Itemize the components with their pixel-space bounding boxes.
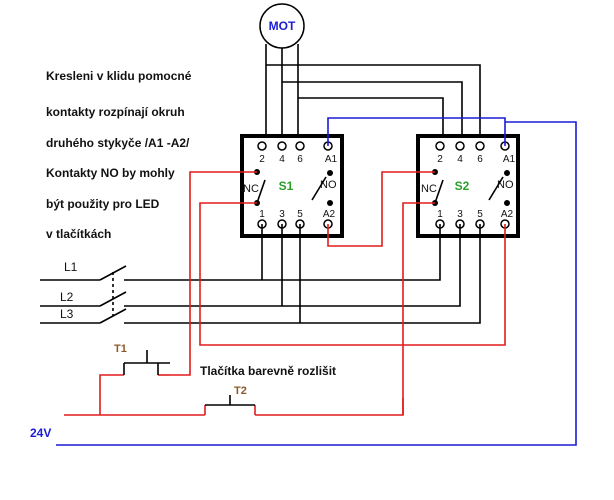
motor-run-3 [298,97,444,146]
s2-nc-blade [434,179,444,204]
s2-no-dot-bottom [504,200,510,206]
ctrl-s1-a2 [327,171,435,247]
s1-pin-label-a2: A2 [323,209,336,220]
s1-name: S1 [279,179,294,193]
s1-pin-label-6: 6 [297,154,303,165]
note-line-6: v tlačítkách [46,227,112,241]
motor-run-1 [266,64,481,146]
s1-pin-label-1: 1 [259,209,265,220]
t2-label: T2 [234,385,247,397]
ctrl-s1-nc-bottom [199,202,506,346]
s1-no-dot-top [327,170,333,176]
ctrl-s2-nc-bottom [255,202,435,416]
s1-terminal-2 [257,141,267,151]
s2-name: S2 [455,179,470,193]
s2-pin-label-6: 6 [477,154,483,165]
s1-no-label: NO [320,179,337,191]
note-line-5: být použity pro LED [46,197,160,211]
supply-to-s1-a1 [327,117,506,146]
line-l3-out [124,224,481,324]
supply-wires: 24V [30,117,577,446]
s2-terminal-2 [435,141,445,151]
line-label-l2: L2 [60,290,74,304]
s2-pin-label-1: 1 [437,209,443,220]
line-l2-out [124,224,461,307]
line-l1-out [124,224,441,281]
s2-nc-label: NC [421,183,437,195]
note-line-4: Kontakty NO by mohly [46,166,175,180]
s1-nc-label: NC [243,183,259,195]
s1-pin-label-3: 3 [279,209,285,220]
s2-pin-label-3: 3 [457,209,463,220]
motor-wires [265,44,481,146]
s2-terminal-4 [455,141,465,151]
ctrl-t1-left [99,374,124,415]
s1-no-blade [311,176,327,201]
t1-label: T1 [114,343,127,355]
contactor-s2-body [416,134,520,238]
s1-terminal-4 [277,141,287,151]
s2-pin-label-4: 4 [457,154,463,165]
s1-pin-label-4: 4 [279,154,285,165]
s2-pin-label-a2: A2 [501,209,514,220]
note-line-1: Kresleni v klidu pomocné [46,69,192,83]
contactor-s1: 2 4 6 A1 1 3 5 A2 NC NO S1 [240,134,344,238]
motor: MOT [259,3,305,49]
button-note: Tlačítka barevně rozlišit [200,364,336,378]
s1-pin-label-5: 5 [297,209,303,220]
s2-no-label: NO [497,179,514,191]
s1-terminal-6 [295,141,305,151]
s2-pin-label-2: 2 [437,154,443,165]
s1-no-dot-bottom [327,200,333,206]
contactor-s2: 2 4 6 A1 1 3 5 A2 NC NO S2 [416,134,520,238]
phase-lines: L1 L2 L3 [40,224,481,324]
supply-loop [56,121,577,446]
contactor-s1-body [240,134,344,238]
s2-no-blade [488,176,504,201]
s1-nc-blade [256,179,266,204]
s2-no-dot-top [504,170,510,176]
button-t1: T1 [114,343,170,375]
s2-pin-label-5: 5 [477,209,483,220]
button-t2: T2 [205,385,255,406]
s2-terminal-6 [475,141,485,151]
motor-run-2 [282,81,463,146]
motor-label: MOT [269,19,296,33]
line-label-l1: L1 [64,260,78,274]
line-label-l3: L3 [60,307,74,321]
note-line-2: kontakty rozpínají okruh [46,105,185,119]
supply-label: 24V [30,426,51,440]
control-wires [64,171,506,416]
s1-pin-label-2: 2 [259,154,265,165]
s1-pin-label-a1: A1 [325,154,338,165]
note-line-3: druhého stykyče /A1 -A2/ [46,136,190,150]
s2-pin-label-a1: A1 [503,154,516,165]
ctrl-s1-nc-top [170,171,257,376]
